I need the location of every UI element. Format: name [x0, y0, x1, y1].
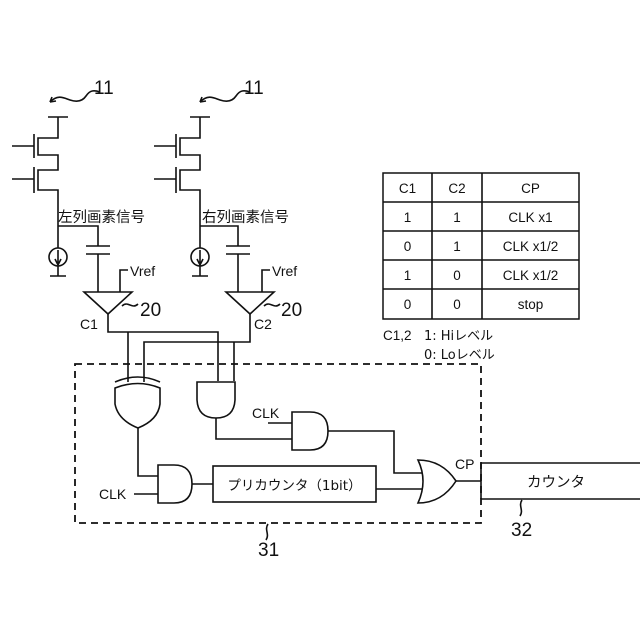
counter-leader [520, 500, 522, 516]
counter-label: カウンタ [527, 474, 585, 491]
or-gate [418, 460, 456, 503]
table-cell: 1 [453, 210, 461, 225]
table-cell: 0 [453, 297, 461, 312]
precounter-label: プリカウンタ（1bit） [227, 478, 361, 494]
table-cell: stop [518, 297, 544, 312]
counter-block: カウンタ 32 [481, 463, 640, 541]
xor-to-and-wire [138, 428, 158, 476]
legend-lo: 0: Loレベル [424, 348, 495, 363]
and-gate-clk [292, 412, 328, 450]
ground-icon [192, 266, 208, 276]
left-signal-label: 左列画素信号 [58, 209, 145, 226]
table-header-cell: CP [521, 181, 540, 196]
vref-label: Vref [272, 263, 297, 279]
right-pixel-circuit: 11 右列画素信号 Vref 20 C2 [154, 78, 302, 332]
truth-table: C1C2CP11CLK x101CLK x1/210CLK x1/200stop… [383, 173, 579, 363]
comparator-20-left [84, 292, 132, 314]
leader-squiggle [50, 91, 100, 102]
c1-wire [108, 314, 218, 381]
counter-ref-label: 32 [511, 520, 532, 541]
transistor-1 [12, 134, 34, 158]
clk-label-upper: CLK [252, 405, 280, 421]
capacitor-icon [226, 246, 250, 292]
logic-block-leader [266, 524, 268, 540]
comparator-leader [122, 304, 138, 306]
leader-squiggle [200, 91, 250, 102]
supply-line [180, 117, 210, 210]
ground-icon [50, 266, 66, 276]
logic-block-ref-label: 31 [258, 540, 279, 561]
comparator-20-right [226, 292, 274, 314]
table-header-cell: C1 [399, 181, 416, 196]
comparator-leader [264, 304, 280, 306]
transistor-2 [154, 167, 176, 193]
current-arrow-icon [55, 250, 61, 265]
c1-label: C1 [80, 316, 98, 332]
table-cell: 0 [453, 268, 461, 283]
xor-body [115, 384, 160, 429]
xor-gate [115, 377, 160, 428]
and-to-and-wire [216, 418, 292, 439]
table-header-cell: C2 [448, 181, 465, 196]
supply-line [38, 117, 68, 210]
pixel-ref-label: 11 [94, 78, 114, 99]
right-signal-label: 右列画素信号 [202, 209, 289, 226]
cp-label: CP [455, 456, 474, 472]
transistor-2 [12, 167, 34, 193]
legend-prefix: C1,2 [383, 328, 412, 343]
table-cell: 1 [453, 239, 461, 254]
current-arrow-icon [197, 250, 203, 265]
legend-hi: 1: Hiレベル [424, 329, 493, 344]
table-cell: 1 [404, 268, 412, 283]
vref-label: Vref [130, 263, 155, 279]
table-cell: CLK x1/2 [503, 239, 559, 254]
c2-label: C2 [254, 316, 272, 332]
table-cell: 0 [404, 239, 412, 254]
capacitor-icon [86, 246, 110, 292]
vref-wire [120, 270, 128, 292]
and-gate-xor-clk [158, 465, 192, 503]
table-cell: 0 [404, 297, 412, 312]
left-pixel-circuit: 11 左列画素信号 Vref 20 C1 [12, 78, 161, 332]
comparator-output-wires [108, 314, 250, 382]
comparator-ref-label: 20 [140, 300, 161, 321]
table-cell: CLK x1 [508, 210, 552, 225]
transistor-1 [154, 134, 176, 158]
xor-extra-curve [115, 377, 160, 382]
vref-wire [262, 270, 270, 292]
table-cell: CLK x1/2 [503, 268, 559, 283]
clk-label-lower: CLK [99, 486, 127, 502]
table-cell: 1 [404, 210, 412, 225]
and-gate-c1-c2 [197, 382, 235, 418]
pixel-ref-label: 11 [244, 78, 264, 99]
comparator-ref-label: 20 [281, 300, 302, 321]
